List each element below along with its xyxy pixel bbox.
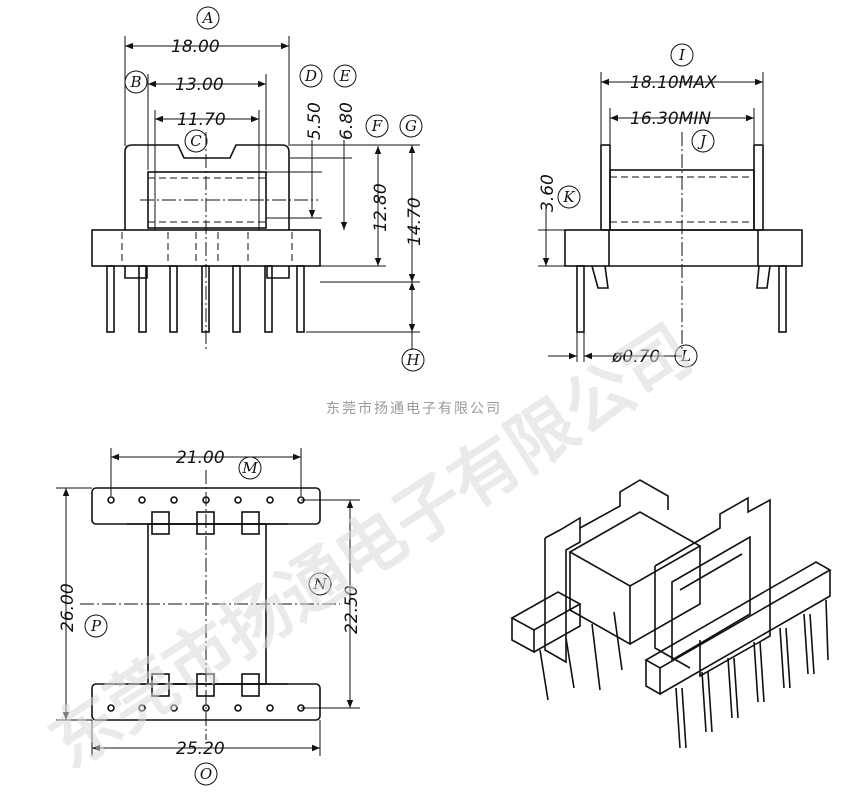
svg-text:K: K	[562, 188, 575, 206]
label-n: N	[308, 572, 332, 596]
svg-text:B: B	[129, 73, 141, 91]
svg-text:L: L	[680, 347, 691, 365]
label-p: P	[84, 614, 108, 638]
svg-text:I: I	[678, 46, 686, 64]
dim-o: 25.20	[176, 739, 225, 759]
label-d: D	[299, 64, 323, 88]
svg-text:F: F	[371, 117, 383, 135]
label-l: L	[674, 344, 698, 368]
bottom-view: 21.00 25.20 26.00 22.50	[56, 448, 362, 759]
dim-b: 13.00	[175, 75, 224, 95]
label-j: J	[691, 129, 715, 153]
svg-text:C: C	[190, 132, 202, 150]
dim-d: 5.50	[305, 102, 325, 140]
dim-j: 16.30MIN	[630, 109, 711, 129]
label-a: A	[196, 6, 220, 30]
dim-e: 6.80	[337, 102, 357, 140]
circled-labels: A B C D E F G H I J K L M N O P	[84, 6, 715, 786]
svg-text:P: P	[90, 617, 102, 635]
dim-f: 12.80	[371, 183, 391, 232]
label-h: H	[401, 348, 425, 372]
svg-text:H: H	[405, 351, 420, 369]
dim-g: 14.70	[405, 197, 425, 246]
label-e: E	[333, 64, 357, 88]
dim-i: 18.10MAX	[630, 73, 717, 93]
dim-n: 22.50	[342, 585, 362, 634]
dim-m: 21.00	[176, 448, 225, 468]
front-view: 18.00 13.00 11.70 5.50 6.80 12.80 14.70	[91, 36, 425, 350]
label-m: M	[238, 456, 262, 480]
svg-text:M: M	[241, 459, 258, 477]
side-view: 18.10MAX 16.30MIN 3.60 ø0.70	[538, 72, 803, 367]
dim-k: 3.60	[538, 174, 558, 212]
label-o: O	[194, 762, 218, 786]
svg-text:G: G	[405, 117, 417, 135]
dim-c: 11.70	[177, 110, 226, 130]
svg-text:N: N	[312, 575, 327, 593]
label-f: F	[365, 114, 389, 138]
dim-p: 26.00	[58, 583, 78, 632]
svg-text:E: E	[339, 67, 351, 85]
svg-text:J: J	[697, 132, 707, 150]
label-k: K	[557, 185, 581, 209]
label-i: I	[670, 43, 694, 67]
company-subtitle: 东莞市扬通电子有限公司	[326, 400, 502, 417]
dim-l: ø0.70	[611, 347, 660, 367]
label-g: G	[399, 114, 423, 138]
svg-text:A: A	[201, 9, 214, 27]
isometric-view	[510, 479, 832, 749]
svg-text:D: D	[304, 67, 317, 85]
label-c: C	[184, 129, 208, 153]
watermark: 东莞市扬通电子有限公司	[36, 311, 706, 785]
dim-a: 18.00	[171, 37, 220, 57]
label-b: B	[124, 70, 148, 94]
svg-text:O: O	[200, 765, 212, 783]
